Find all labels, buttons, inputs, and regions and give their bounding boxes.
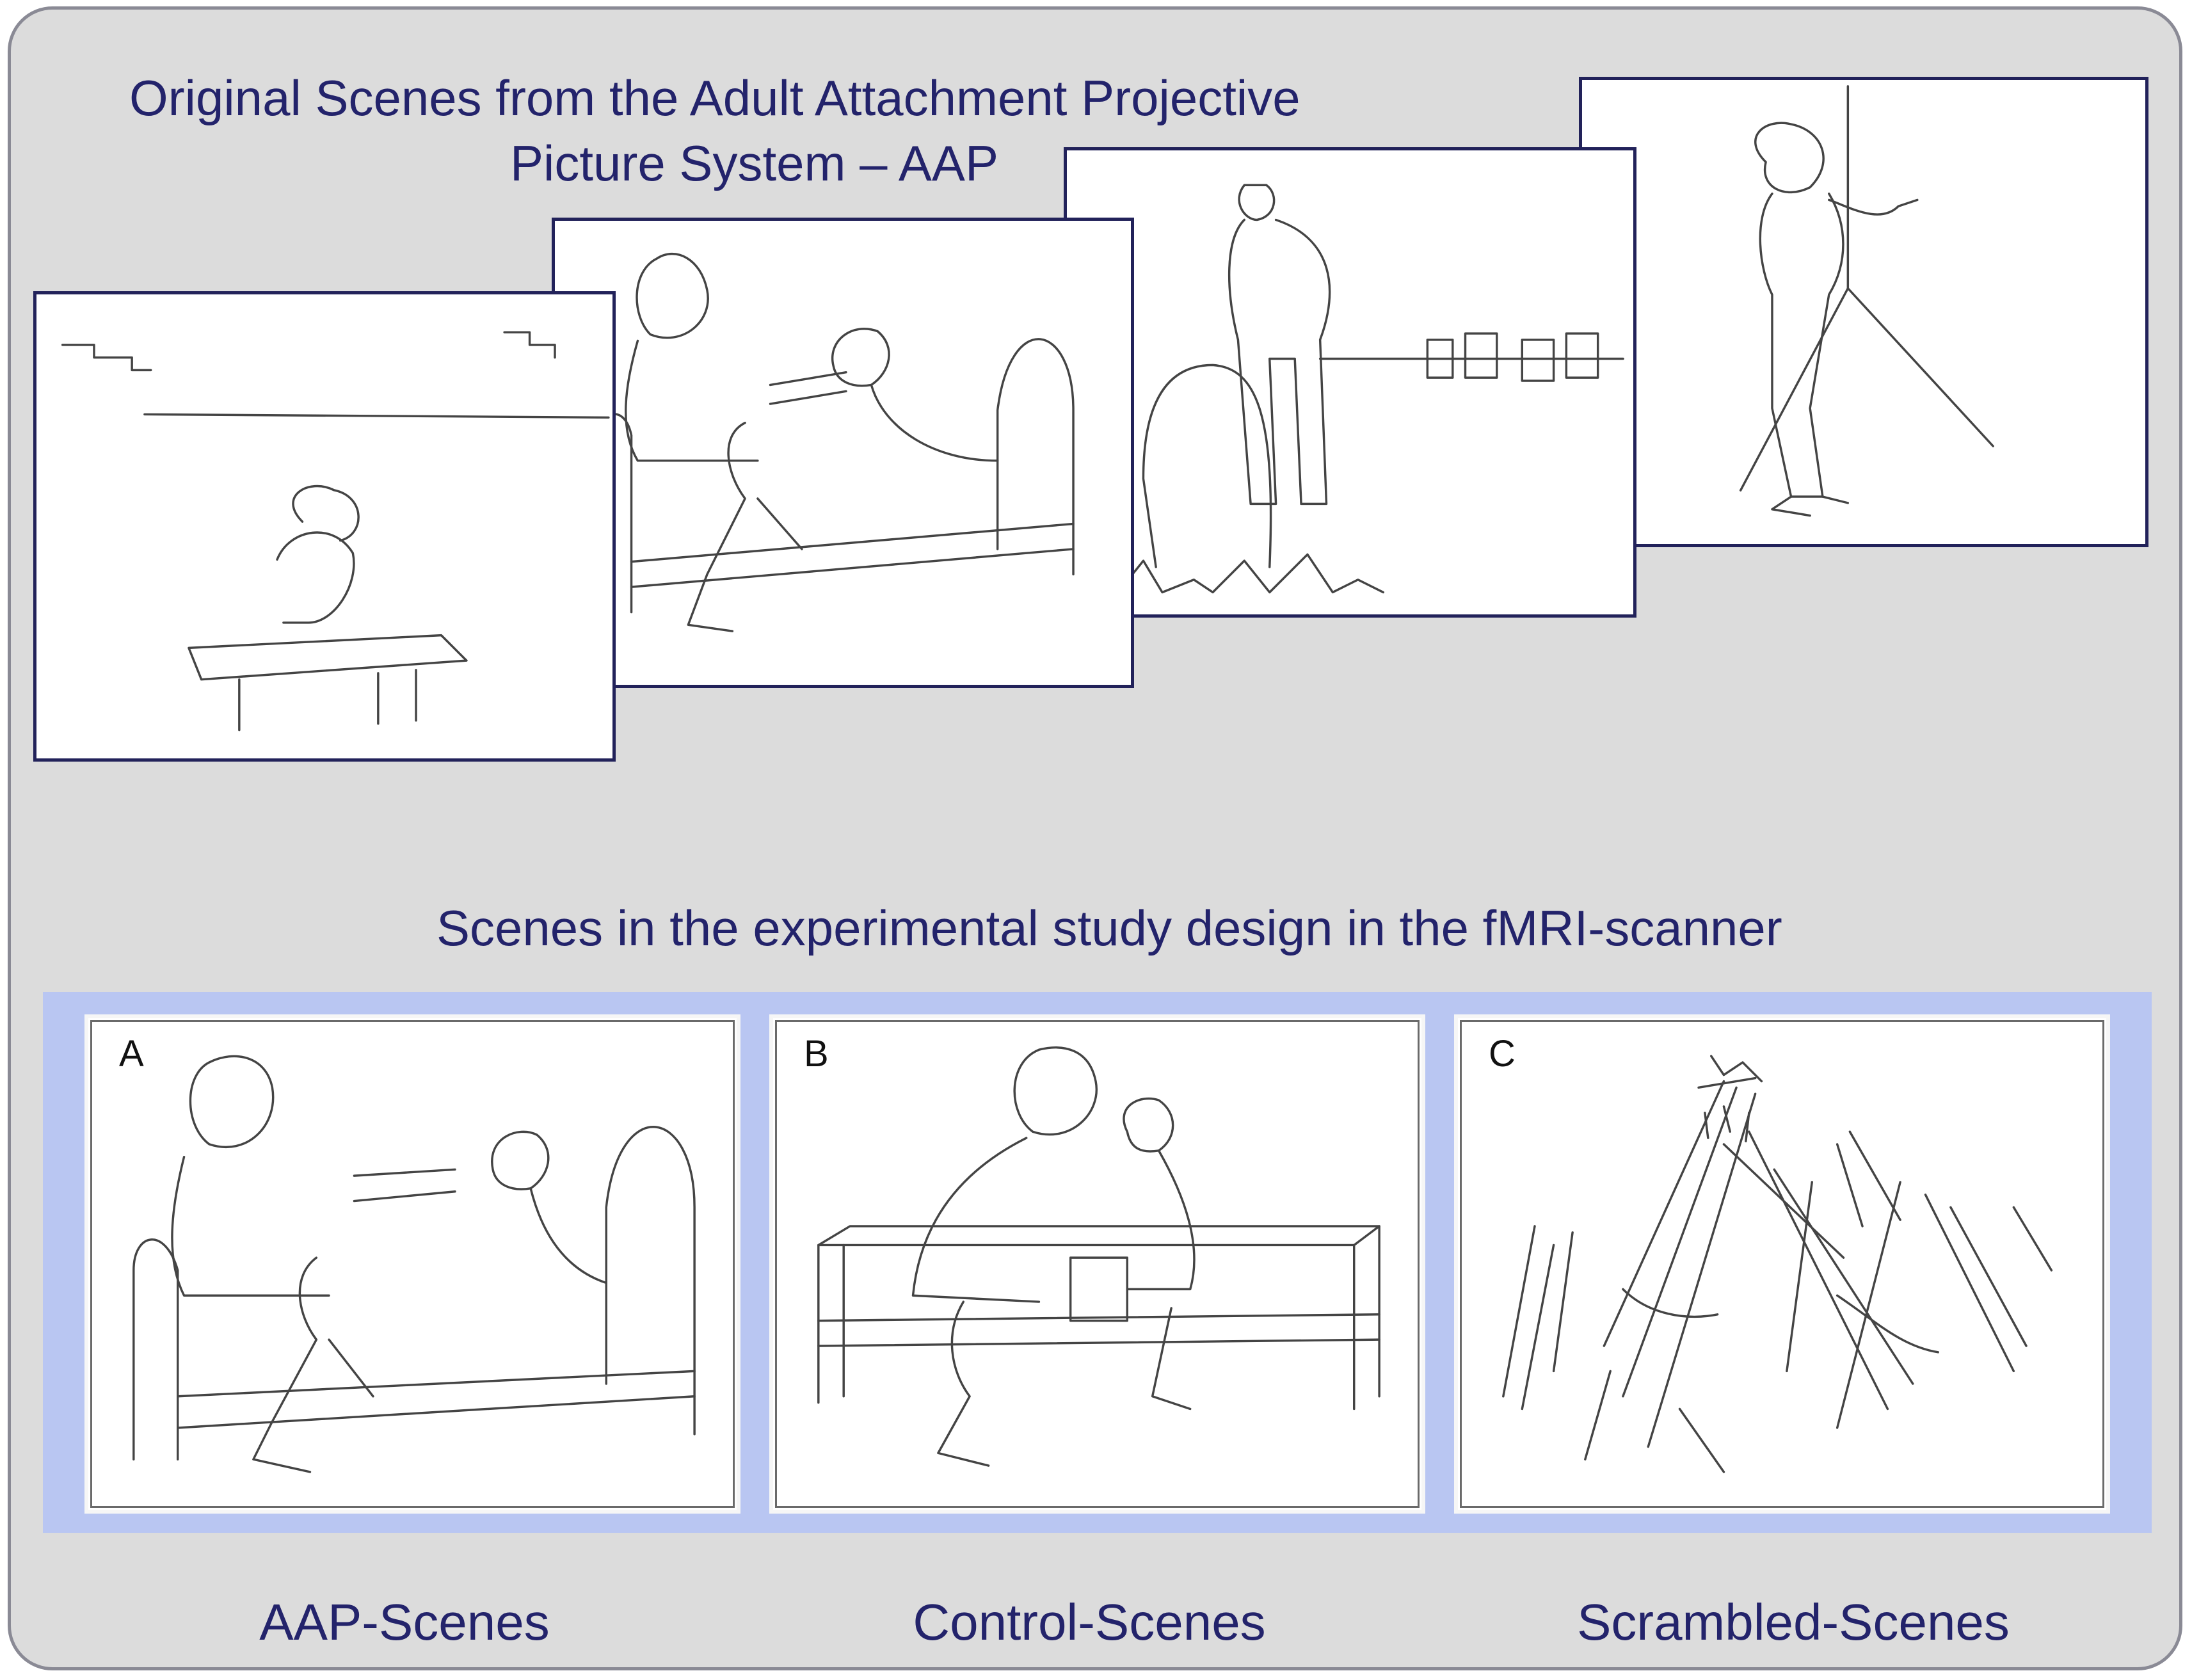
bench-scene-drawing — [61, 331, 610, 732]
scene-b-drawing — [817, 1046, 1380, 1467]
original-scene-standing-child — [1579, 77, 2148, 547]
scene-b-control: B — [769, 1014, 1425, 1514]
experimental-scenes-band: A B — [43, 992, 2152, 1533]
standing-child-drawing — [1739, 85, 1994, 517]
scene-a-aap: A — [84, 1014, 740, 1514]
caption-scrambled-scenes: Scrambled-Scenes — [1577, 1594, 2010, 1651]
bottom-title: Scenes in the experimental study design … — [436, 900, 1782, 956]
top-title-line-1: Original Scenes from the Adult Attachmen… — [129, 70, 1300, 126]
scene-a-drawing — [132, 1055, 696, 1473]
original-scene-graveyard — [1064, 147, 1636, 618]
scene-c-scrambled: C — [1454, 1014, 2110, 1514]
caption-control-scenes: Control-Scenes — [913, 1594, 1266, 1651]
top-title-line-2: Picture System – AAP — [510, 135, 998, 191]
graveyard-drawing — [1091, 184, 1624, 594]
panel-letter-c: C — [1489, 1033, 1516, 1075]
scene-c-drawing — [1502, 1055, 2053, 1473]
original-scene-bed — [552, 218, 1134, 688]
panel-letter-b: B — [804, 1033, 829, 1075]
figure-panel: Original Scenes from the Adult Attachmen… — [8, 6, 2182, 1670]
panel-letter-a: A — [119, 1033, 144, 1075]
bed-scene-drawing — [598, 252, 1075, 632]
original-scene-bench — [33, 291, 616, 762]
caption-aap-scenes: AAP-Scenes — [259, 1594, 550, 1651]
